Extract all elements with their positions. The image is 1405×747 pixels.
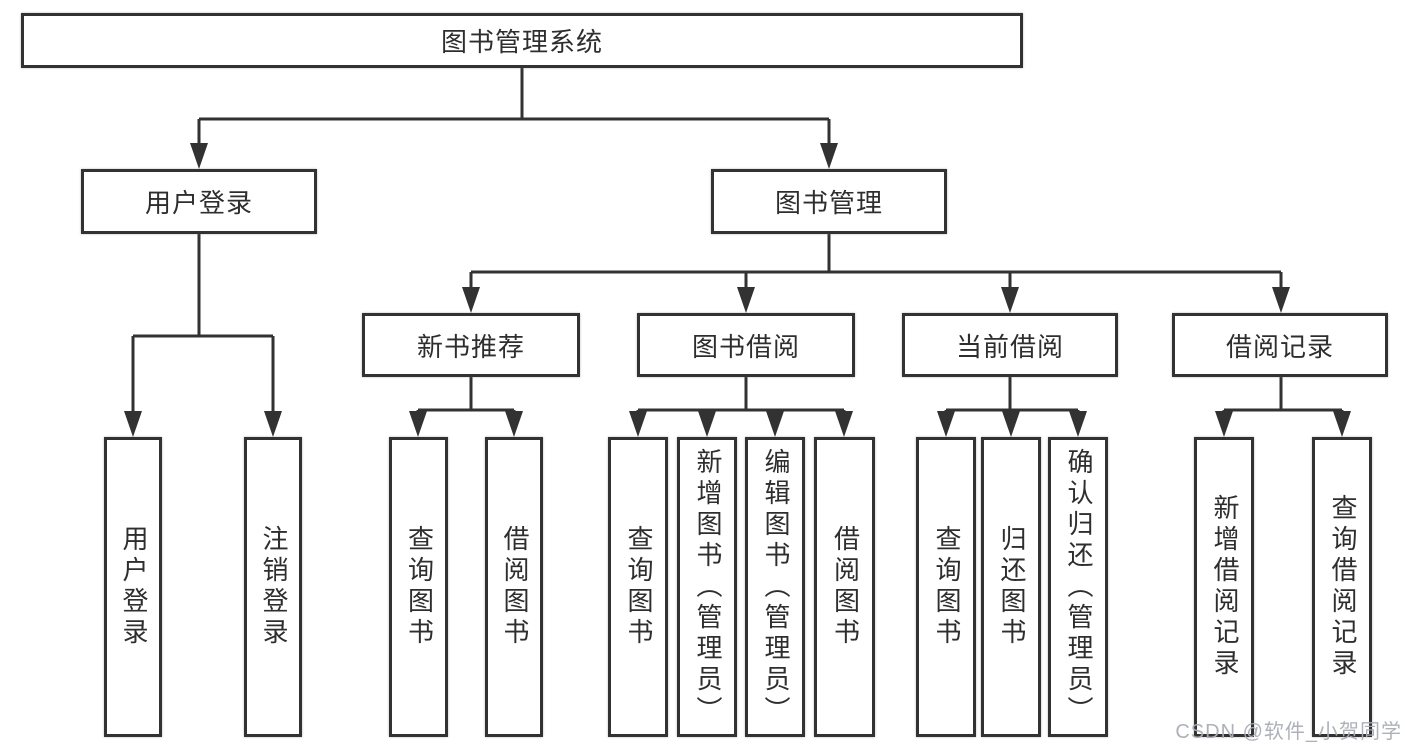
leaf-borrow-books: 借阅图书 — [814, 437, 875, 737]
leaf-logout: 注销登录 — [244, 437, 302, 737]
node-user-login: 用户登录 — [81, 169, 317, 234]
leaf-label: 新增图书（管理员） — [692, 447, 723, 727]
leaf-label: 注销登录 — [258, 525, 289, 649]
leaf-label: 用户登录 — [118, 525, 149, 649]
leaf-label: 借阅图书 — [830, 525, 861, 649]
node-label: 借阅记录 — [1225, 331, 1334, 362]
node-book-management: 图书管理 — [711, 169, 947, 234]
arrow-down-icon — [409, 411, 427, 437]
node-label: 图书管理 — [774, 188, 883, 218]
node-current-borrowing: 当前借阅 — [902, 313, 1118, 377]
leaf-label: 借阅图书 — [499, 525, 530, 649]
node-new-book-recommend: 新书推荐 — [362, 313, 580, 377]
arrowheads — [124, 143, 1351, 437]
node-library-management-system: 图书管理系统 — [21, 13, 1023, 68]
leaf-label: 新增借阅记录 — [1209, 494, 1240, 680]
leaf-add-books-admin: 新增图书（管理员） — [677, 437, 737, 737]
arrow-down-icon — [766, 411, 784, 437]
arrow-down-icon — [937, 411, 955, 437]
leaf-query-books: 查询图书 — [389, 437, 448, 737]
leaf-borrow-books: 借阅图书 — [485, 437, 543, 737]
arrow-down-icon — [124, 411, 142, 437]
arrow-down-icon — [698, 411, 716, 437]
arrow-down-icon — [1001, 287, 1019, 313]
leaf-user-login: 用户登录 — [104, 437, 162, 737]
arrow-down-icon — [1333, 411, 1351, 437]
leaf-query-books: 查询图书 — [916, 437, 976, 737]
arrow-down-icon — [1215, 411, 1233, 437]
arrow-down-icon — [1069, 411, 1087, 437]
arrow-down-icon — [462, 287, 480, 313]
leaf-query-books: 查询图书 — [608, 437, 668, 737]
leaf-label: 归还图书 — [996, 525, 1027, 649]
arrow-down-icon — [629, 411, 647, 437]
leaf-add-borrow-record: 新增借阅记录 — [1194, 437, 1254, 737]
node-label: 图书借阅 — [691, 331, 800, 362]
leaf-label: 查询图书 — [931, 525, 962, 649]
leaf-label: 确认归还（管理员） — [1063, 447, 1094, 727]
leaf-return-books: 归还图书 — [981, 437, 1041, 737]
watermark: CSDN @软件_小贺同学 — [1175, 721, 1402, 743]
node-label: 新书推荐 — [416, 331, 525, 362]
arrow-down-icon — [737, 287, 755, 313]
arrow-down-icon — [505, 411, 523, 437]
arrow-down-icon — [190, 143, 208, 169]
node-book-borrowing: 图书借阅 — [637, 313, 855, 377]
leaf-confirm-return-admin: 确认归还（管理员） — [1048, 437, 1108, 737]
arrow-down-icon — [264, 411, 282, 437]
leaf-label: 查询图书 — [404, 525, 435, 649]
node-label: 当前借阅 — [955, 331, 1064, 362]
leaf-label: 查询借阅记录 — [1327, 494, 1358, 680]
arrow-down-icon — [835, 411, 853, 437]
node-label: 用户登录 — [144, 188, 253, 218]
node-label: 图书管理系统 — [440, 27, 603, 57]
leaf-label: 查询图书 — [623, 525, 654, 649]
leaf-label: 编辑图书（管理员） — [760, 447, 791, 727]
leaf-edit-books-admin: 编辑图书（管理员） — [745, 437, 805, 737]
arrow-down-icon — [1272, 287, 1290, 313]
arrow-down-icon — [820, 143, 838, 169]
arrow-down-icon — [1002, 411, 1020, 437]
leaf-query-borrow-record: 查询借阅记录 — [1312, 437, 1372, 737]
node-borrowing-records: 借阅记录 — [1172, 313, 1388, 377]
